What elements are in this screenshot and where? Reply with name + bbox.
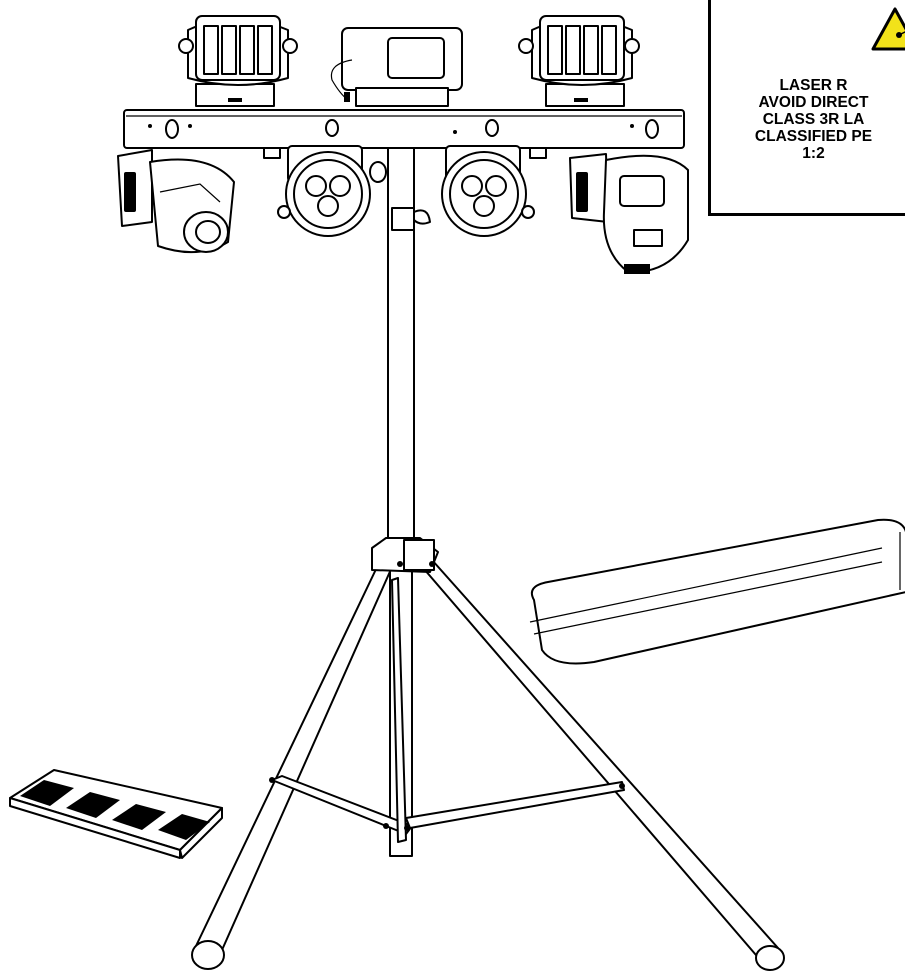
laser-warning-line-3: CLASS 3R LA: [762, 111, 865, 128]
laser-warning-triangle-icon: [871, 7, 905, 51]
laser-warning-line-5: 1:2: [802, 145, 825, 162]
laser-warning-label: LASER R AVOID DIRECT CLASS 3R LA CLASSIF…: [708, 0, 905, 216]
moving-head-right: [570, 154, 688, 274]
tripod-stand: [192, 148, 784, 970]
laser-warning-line-4: CLASSIFIED PE: [754, 128, 873, 145]
foot-controller: [10, 770, 222, 858]
laser-warning-text: LASER R AVOID DIRECT CLASS 3R LA CLASSIF…: [711, 77, 905, 162]
light-bar: [124, 110, 684, 148]
par-light-right: [442, 146, 534, 236]
par-light-left: [278, 146, 370, 236]
carry-bag: [530, 520, 905, 664]
laser-warning-line-1: LASER R: [779, 77, 848, 94]
laser-warning-line-2: AVOID DIRECT: [758, 94, 869, 111]
derby-light-right: [519, 16, 639, 106]
moving-head-left: [118, 150, 234, 252]
control-unit: [331, 28, 462, 106]
derby-light-left: [179, 16, 297, 106]
